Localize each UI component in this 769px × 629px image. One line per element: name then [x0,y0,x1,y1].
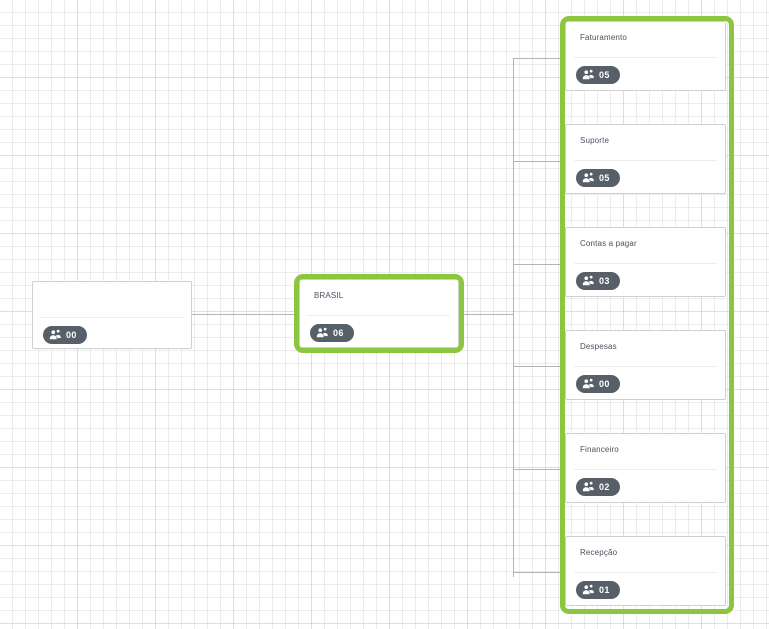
people-group-icon [582,584,594,595]
org-node-department-financeiro[interactable]: Financeiro 02 [565,433,726,503]
card-divider [574,160,717,161]
department-member-count: 03 [599,275,610,286]
department-title: Suporte [580,136,610,145]
people-group-icon [582,378,594,389]
card-divider [574,263,717,264]
connector-branch-contas-a-pagar [513,264,565,265]
department-title: Financeiro [580,445,619,454]
department-member-count: 05 [599,172,610,183]
department-member-badge[interactable]: 03 [576,272,620,290]
department-title: Recepção [580,548,618,557]
org-node-brasil-title: BRASIL [314,291,344,300]
card-divider [308,315,450,316]
department-member-badge[interactable]: 01 [576,581,620,599]
connector-trunk-vertical [513,58,514,577]
connector-branch-suporte [513,161,565,162]
card-divider [574,469,717,470]
connector-branch-faturamento [513,58,565,59]
department-member-count: 05 [599,69,610,80]
connector-branch-financeiro [513,469,565,470]
org-node-department-faturamento[interactable]: Faturamento 05 [565,21,726,91]
connector-root-to-country [192,314,299,315]
card-divider [41,317,183,318]
card-divider [574,57,717,58]
department-title: Faturamento [580,33,628,42]
card-divider [574,366,717,367]
people-group-icon [582,172,594,183]
department-member-badge[interactable]: 00 [576,375,620,393]
connector-country-to-trunk [459,314,514,315]
department-member-badge[interactable]: 02 [576,478,620,496]
people-group-icon [582,275,594,286]
department-member-count: 02 [599,481,610,492]
people-group-icon [582,481,594,492]
department-title: Despesas [580,342,617,351]
org-node-department-suporte[interactable]: Suporte 05 [565,124,726,194]
department-group-selection-outline [560,16,734,614]
card-divider [574,572,717,573]
department-member-badge[interactable]: 05 [576,66,620,84]
department-member-count: 01 [599,584,610,595]
org-node-department-despesas[interactable]: Despesas 00 [565,330,726,400]
connector-branch-despesas [513,366,565,367]
org-node-brasil-member-count: 06 [333,327,344,338]
org-node-root-member-count: 00 [66,329,77,340]
department-title: Contas a pagar [580,239,637,248]
org-node-department-recepcao[interactable]: Recepção 01 [565,536,726,606]
org-node-root-member-badge[interactable]: 00 [43,326,87,344]
org-node-brasil-member-badge[interactable]: 06 [310,324,354,342]
people-group-icon [582,69,594,80]
org-node-root[interactable]: 00 [32,281,192,349]
department-member-count: 00 [599,378,610,389]
org-node-department-contas-a-pagar[interactable]: Contas a pagar 03 [565,227,726,297]
people-group-icon [49,329,61,340]
department-member-badge[interactable]: 05 [576,169,620,187]
people-group-icon [316,327,328,338]
connector-branch-recepcao [513,572,565,573]
org-node-brasil[interactable]: BRASIL 06 [299,279,459,348]
